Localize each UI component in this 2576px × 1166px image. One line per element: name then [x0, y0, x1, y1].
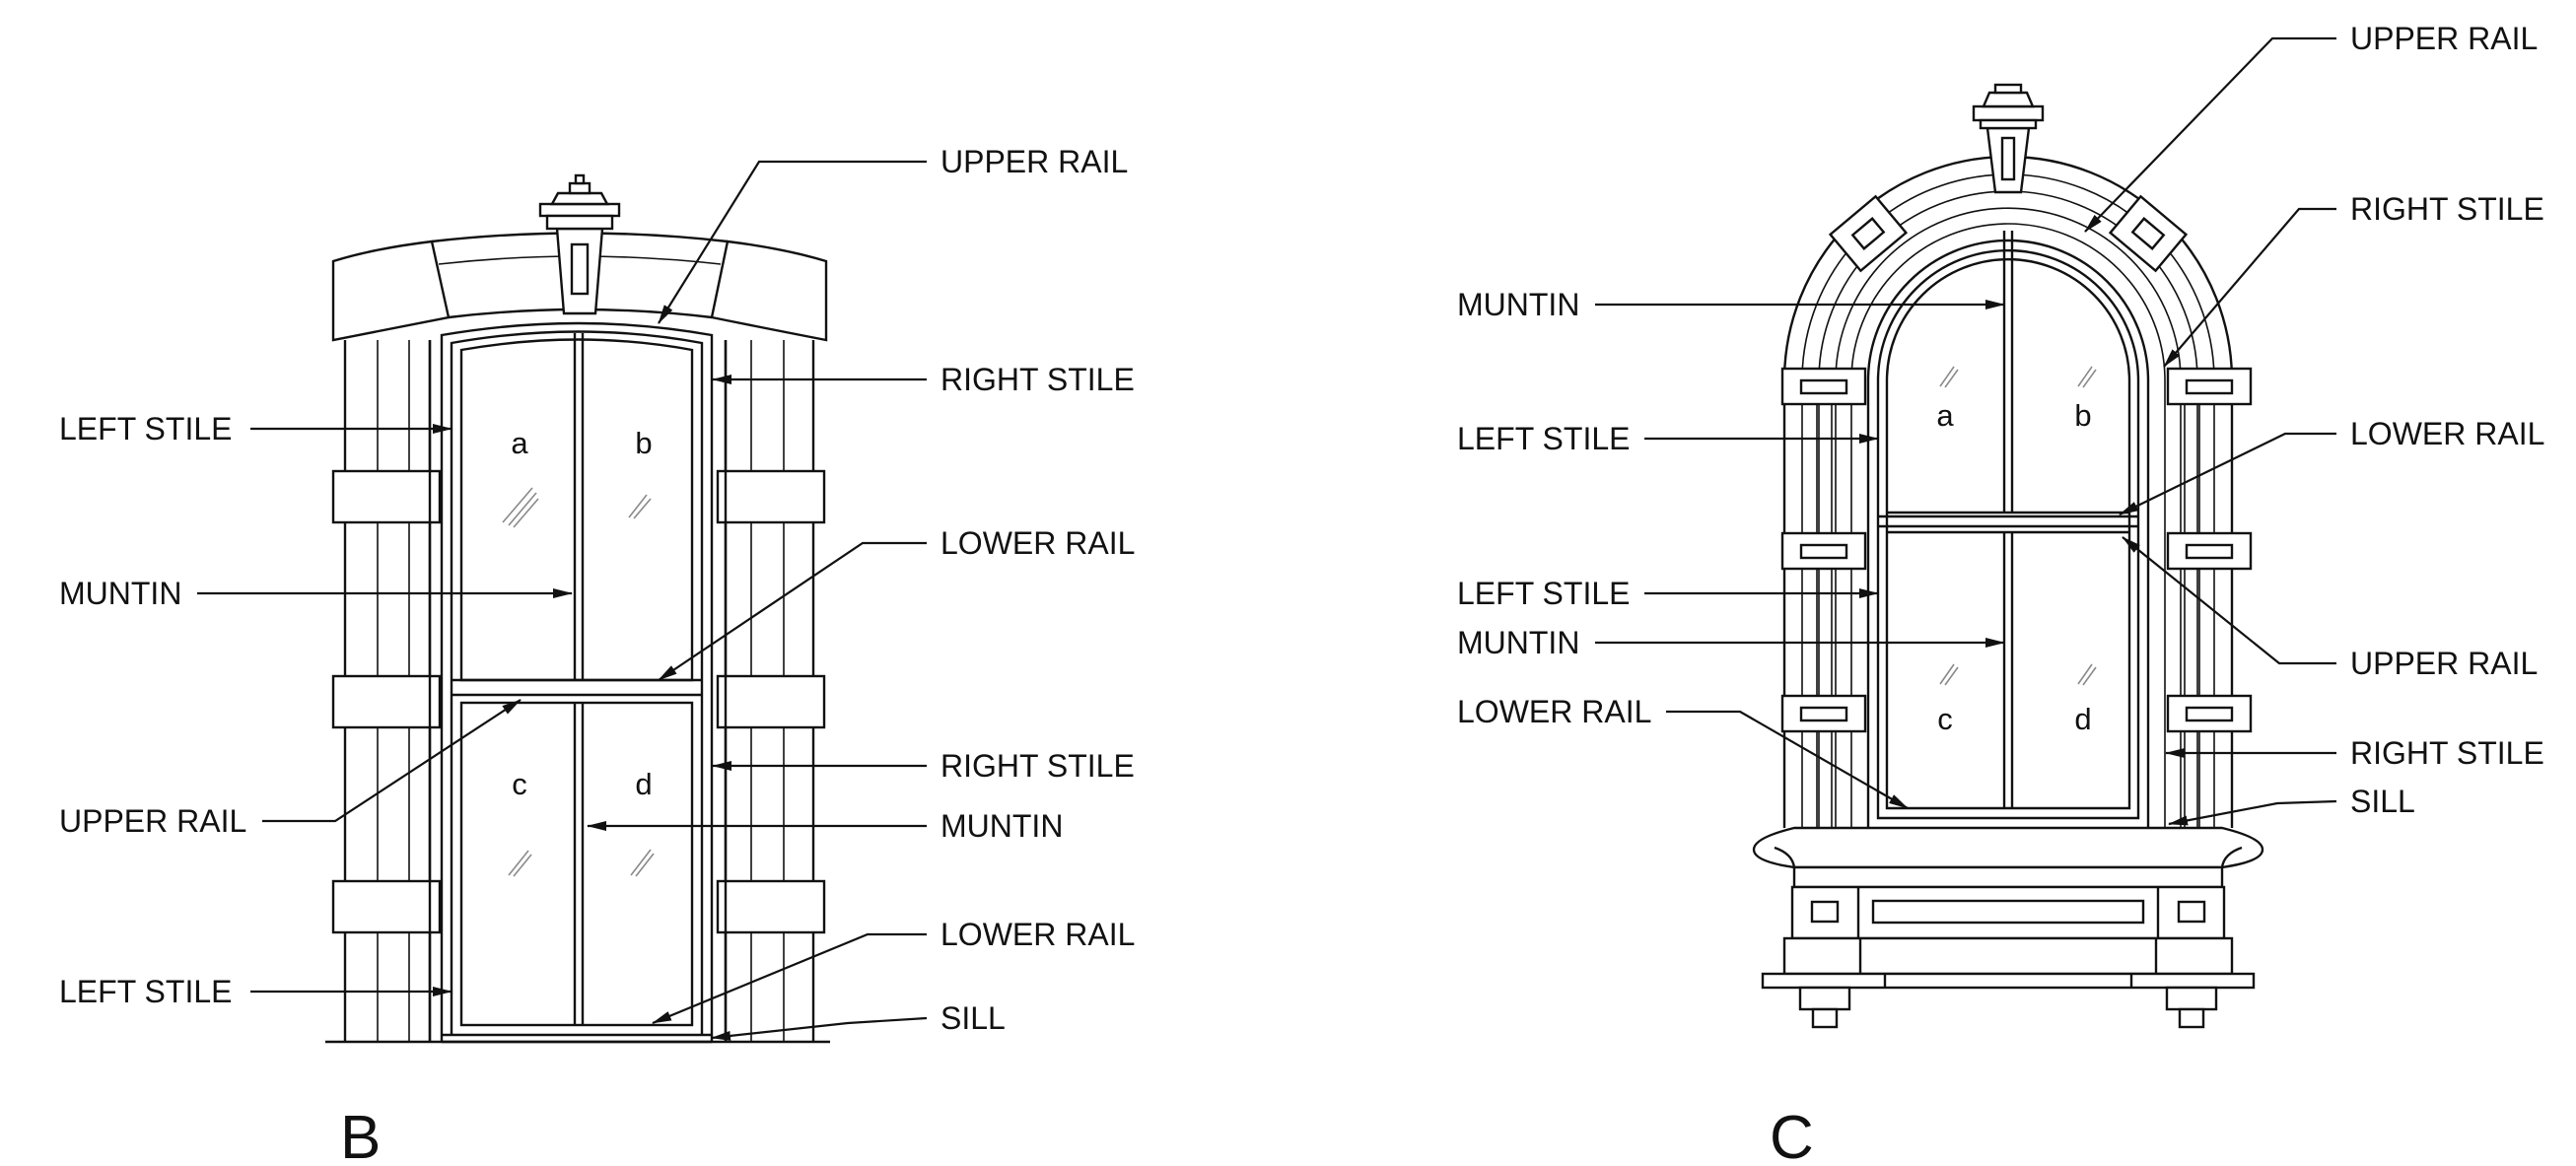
upper-rail-label-bottom-b: UPPER RAIL [59, 803, 246, 839]
sill-label-b: SILL [940, 1000, 1006, 1036]
pane-a-label-b: a [511, 426, 528, 460]
pane-d-label-b: d [635, 767, 652, 801]
muntin-label-top-b: MUNTIN [59, 576, 181, 611]
sill-base-c [1752, 826, 2264, 1029]
right-stile-label-top-b: RIGHT STILE [940, 362, 1135, 397]
callouts-left-c [1595, 300, 2005, 809]
figure-caption-b: B [340, 1104, 381, 1166]
figure-c-arched-window: a b c d UPPER RAIL RIGHT STILE LOWER RAI… [1457, 21, 2544, 1166]
left-stile-label-top-b: LEFT STILE [59, 411, 232, 446]
left-stile-label-bottom-c: LEFT STILE [1457, 576, 1630, 611]
pane-a-label-c: a [1936, 398, 1954, 433]
muntin-label-bottom-c: MUNTIN [1457, 625, 1579, 660]
window-frame-b [428, 321, 728, 1044]
sill-label-c: SILL [2350, 784, 2415, 819]
callouts-right-b [587, 160, 928, 1041]
header-b [331, 173, 828, 342]
callouts-right-c [2084, 36, 2337, 826]
figure-caption-c: C [1770, 1104, 1814, 1166]
lower-rail-label-top-b: LOWER RAIL [940, 525, 1135, 561]
right-stile-label-top-c: RIGHT STILE [2350, 191, 2544, 227]
right-pilaster-b [716, 340, 826, 1042]
upper-rail-label-top-c: UPPER RAIL [2350, 21, 2538, 56]
window-sash-c [1876, 231, 2140, 820]
right-stile-label-bottom-b: RIGHT STILE [940, 748, 1135, 784]
lower-rail-label-bottom-c: LOWER RAIL [1457, 694, 1651, 729]
callouts-left-b [197, 424, 573, 996]
left-stile-label-top-c: LEFT STILE [1457, 421, 1630, 456]
muntin-label-bottom-b: MUNTIN [940, 808, 1063, 844]
upper-rail-label-top-b: UPPER RAIL [940, 144, 1128, 179]
right-stile-label-bottom-c: RIGHT STILE [2350, 735, 2544, 771]
pane-d-label-c: d [2074, 702, 2091, 736]
pane-c-label-c: c [1937, 702, 1953, 736]
figure-b-rectangular-window: a b c d UPPER RAIL RIGHT STILE LOWER RAI… [59, 144, 1135, 1166]
side-blocks-c [1780, 367, 2253, 733]
muntin-label-top-c: MUNTIN [1457, 287, 1579, 322]
left-pilaster-b [331, 340, 442, 1042]
lower-rail-label-top-c: LOWER RAIL [2350, 416, 2544, 451]
lower-rail-label-bottom-b: LOWER RAIL [940, 917, 1135, 952]
pane-b-label-c: b [2074, 398, 2091, 433]
left-stile-label-bottom-b: LEFT STILE [59, 974, 232, 1009]
upper-rail-label-bottom-c: UPPER RAIL [2350, 646, 2538, 681]
pane-c-label-b: c [512, 767, 527, 801]
pane-b-label-b: b [635, 426, 652, 460]
